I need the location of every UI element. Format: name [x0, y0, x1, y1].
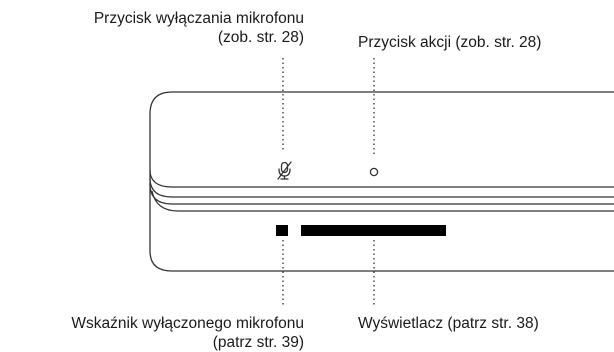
- device-edge-line: [149, 183, 614, 205]
- mic-off-indicator: [276, 225, 288, 236]
- display-bar: [301, 225, 446, 236]
- callout-mic-off-button-line1: Przycisk wyłączania mikrofonu: [93, 10, 304, 27]
- device-edge-line: [151, 190, 614, 212]
- callout-mic-off-button: Przycisk wyłączania mikrofonu (zob. str.…: [94, 9, 304, 47]
- callout-mic-off-button-line2: (zob. str. 28): [217, 29, 304, 46]
- device-edge-line: [149, 177, 614, 198]
- callout-action-button-line1: Przycisk akcji (zob. str. 28): [358, 34, 542, 51]
- device-body-outline: [149, 91, 614, 272]
- microphone-muted-icon[interactable]: [277, 161, 292, 180]
- callout-mic-off-indicator-line1: Wskaźnik wyłączonego mikrofonu: [71, 315, 304, 332]
- callout-display-line1: Wyświetlacz (patrz str. 38): [358, 315, 539, 332]
- callout-action-button: Przycisk akcji (zob. str. 28): [358, 33, 541, 52]
- device-edge-line: [149, 169, 614, 188]
- callout-display: Wyświetlacz (patrz str. 38): [358, 314, 539, 333]
- action-button-circle-icon[interactable]: [369, 167, 379, 177]
- callout-mic-off-indicator: Wskaźnik wyłączonego mikrofonu (patrz st…: [71, 314, 304, 352]
- callout-mic-off-indicator-line2: (patrz str. 39): [212, 334, 304, 351]
